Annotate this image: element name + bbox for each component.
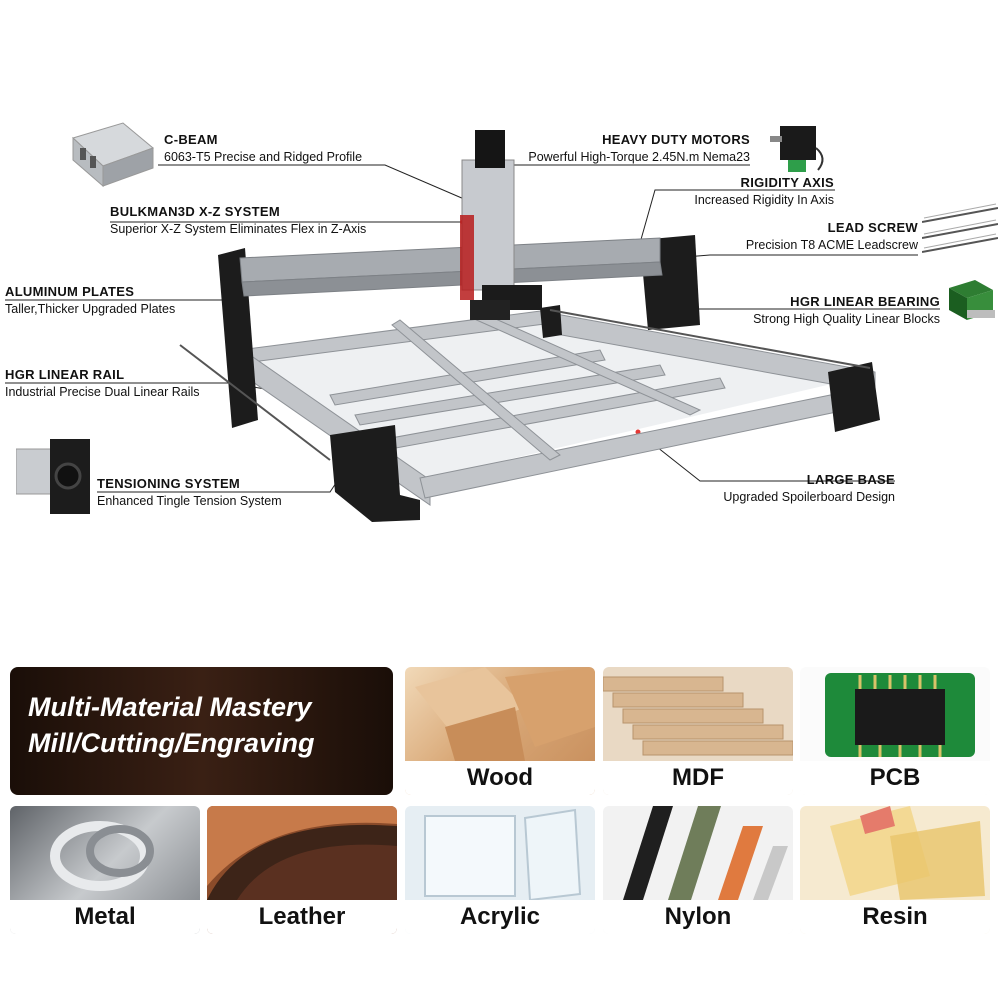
z-axis-assembly <box>460 130 542 320</box>
material-label: Metal <box>10 900 200 934</box>
callout-desc: Precision T8 ACME Leadscrew <box>745 238 918 252</box>
material-tile-wood: Wood <box>405 667 595 795</box>
callout-xz-system: BULKMAN3D X-Z SYSTEM Superior X-Z System… <box>110 204 366 236</box>
nylon-image <box>623 806 788 900</box>
material-label: Acrylic <box>405 900 595 934</box>
material-label: MDF <box>603 761 793 795</box>
material-tile-pcb: PCB <box>800 667 990 795</box>
callout-desc: Powerful High-Torque 2.45N.m Nema23 <box>528 150 750 164</box>
callout-title: LARGE BASE <box>806 472 895 487</box>
callout-desc: Superior X-Z System Eliminates Flex in Z… <box>110 222 367 236</box>
material-label: Wood <box>405 761 595 795</box>
material-tile-resin: Resin <box>800 806 990 934</box>
callout-desc: Enhanced Tingle Tension System <box>97 494 282 508</box>
material-tile-mdf: MDF <box>603 667 793 795</box>
banner-line-2: Mill/Cutting/Engraving <box>28 728 315 758</box>
material-tile-leather: Leather <box>207 806 397 934</box>
gantry-beam <box>239 237 663 297</box>
callout-desc: Taller,Thicker Upgraded Plates <box>5 302 176 316</box>
material-label: PCB <box>800 761 990 795</box>
callout-title: ALUMINUM PLATES <box>5 284 135 299</box>
linear-rails <box>179 309 871 461</box>
resin-image <box>830 806 985 900</box>
leather-image <box>207 806 397 900</box>
callout-motors: HEAVY DUTY MOTORS Powerful High-Torque 2… <box>528 132 750 164</box>
material-tile-metal: Metal <box>10 806 200 934</box>
c-beam-thumbnail <box>72 122 154 188</box>
callout-rigidity: RIGIDITY AXIS Increased Rigidity In Axis <box>694 175 834 207</box>
metal-image <box>50 821 154 891</box>
callout-large-base: LARGE BASE Upgraded Spoilerboard Design <box>723 472 895 504</box>
material-label: Leather <box>207 900 397 934</box>
callout-title: TENSIONING SYSTEM <box>97 476 241 491</box>
banner-line-1: Multi-Material Mastery <box>28 692 312 722</box>
cnc-machine-illustration <box>179 130 880 522</box>
material-label: Resin <box>800 900 990 934</box>
callout-aluminum-plates: ALUMINUM PLATES Taller,Thicker Upgraded … <box>5 284 175 316</box>
callout-title: HGR LINEAR RAIL <box>5 367 125 382</box>
callout-title: HEAVY DUTY MOTORS <box>602 132 750 147</box>
callout-title: LEAD SCREW <box>827 220 918 235</box>
material-tile-acrylic: Acrylic <box>405 806 595 934</box>
callout-title: C-BEAM <box>164 132 218 147</box>
machine-diagram: C-BEAM 6063-T5 Precise and Ridged Profil… <box>5 122 998 522</box>
mdf-image <box>603 676 793 756</box>
callout-tensioning: TENSIONING SYSTEM Enhanced Tingle Tensio… <box>97 476 282 508</box>
stepper-motor-thumbnail <box>770 126 824 172</box>
callout-title: RIGIDITY AXIS <box>740 175 834 190</box>
wood-image <box>415 667 595 761</box>
callout-lead-screw: LEAD SCREW Precision T8 ACME Leadscrew <box>746 220 918 252</box>
lead-screw-thumbnail <box>922 203 998 253</box>
callout-title: BULKMAN3D X-Z SYSTEM <box>110 204 280 219</box>
material-tile-nylon: Nylon <box>603 806 793 934</box>
materials-banner: Multi-Material Mastery Mill/Cutting/Engr… <box>10 667 393 795</box>
callout-desc: Increased Rigidity In Axis <box>694 193 834 207</box>
material-label: Nylon <box>603 900 793 934</box>
callout-desc: Strong High Quality Linear Blocks <box>753 312 940 326</box>
callout-desc: Upgraded Spoilerboard Design <box>723 490 895 504</box>
pcb-image <box>825 673 975 757</box>
acrylic-image <box>424 808 582 902</box>
callout-c-beam: C-BEAM 6063-T5 Precise and Ridged Profil… <box>164 132 362 164</box>
callout-desc: Industrial Precise Dual Linear Rails <box>5 385 200 399</box>
base-frame <box>238 309 876 506</box>
callout-linear-rail: HGR LINEAR RAIL Industrial Precise Dual … <box>5 367 200 399</box>
tensioning-thumbnail <box>16 439 90 514</box>
callout-linear-bearing: HGR LINEAR BEARING Strong High Quality L… <box>753 294 940 326</box>
callout-title: HGR LINEAR BEARING <box>790 294 940 309</box>
linear-bearing-thumbnail <box>949 280 995 320</box>
callout-desc: 6063-T5 Precise and Ridged Profile <box>164 150 363 164</box>
